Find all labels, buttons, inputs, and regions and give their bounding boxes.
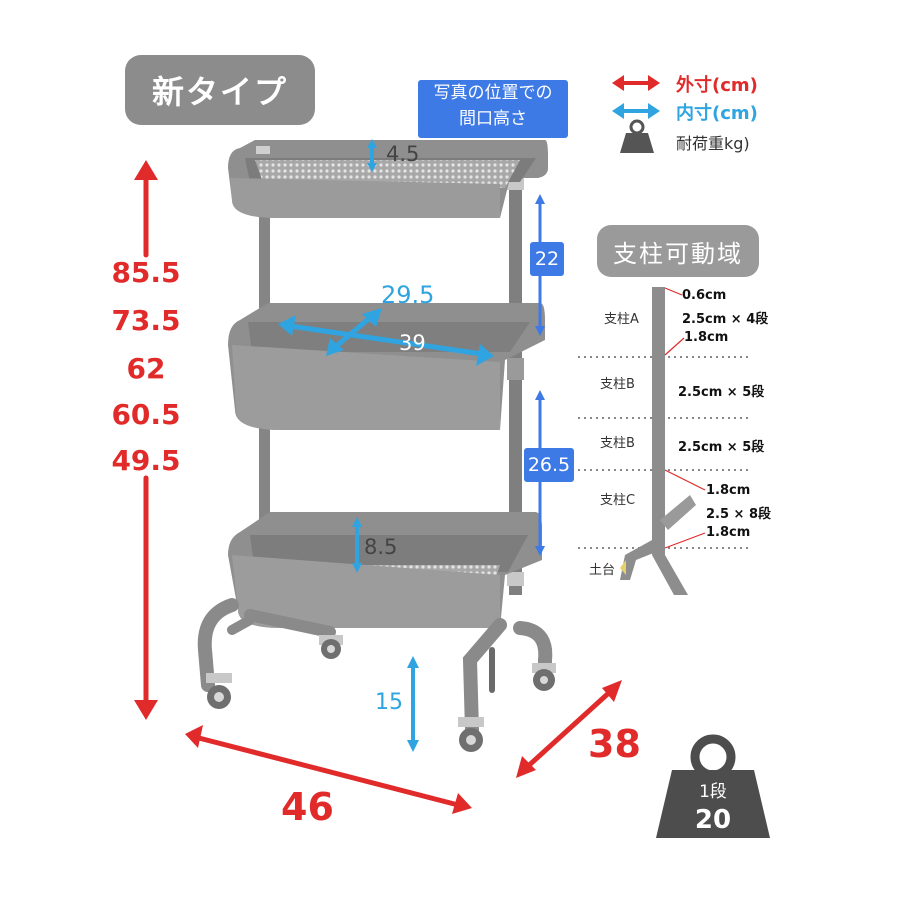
inner-width-label: 39 (399, 331, 426, 355)
height-value: 62 (126, 352, 166, 385)
height-value: 85.5 (111, 256, 181, 289)
height-value: 60.5 (111, 398, 181, 431)
inner-depth-label: 29.5 (381, 281, 435, 309)
outer-dimension-arrows (134, 160, 622, 814)
legend-outer-label: 外寸(cm) (676, 75, 758, 96)
pole-b-label: 支柱B (600, 377, 635, 392)
new-type-badge: 新タイプ (125, 55, 315, 125)
inner-dimension-arrows (278, 139, 494, 752)
pole-value: 1.8cm (706, 525, 751, 540)
legend-inner-label: 内寸(cm) (676, 103, 758, 124)
height-values: 85.5 73.5 62 60.5 49.5 (91, 256, 201, 490)
photo-note-line1: 写真の位置での (433, 83, 553, 103)
lower-gap-label: 26.5 (524, 448, 574, 482)
photo-note-line2: 間口高さ (459, 109, 527, 129)
height-value: 49.5 (111, 444, 181, 477)
pole-a-label: 支柱A (604, 312, 639, 327)
outer-width-label: 46 (281, 785, 334, 829)
pole-value: 1.8cm (684, 330, 729, 345)
casters (206, 635, 556, 752)
upper-gap-label: 22 (530, 242, 564, 276)
legend-arrows (612, 75, 660, 119)
pole-range-badge: 支柱可動域 (597, 225, 759, 277)
pole-value: 2.5cm × 4段 (682, 312, 769, 327)
weight-legend-icon (620, 119, 654, 153)
pole-value: 2.5 × 8段 (706, 507, 772, 522)
pole-value: 1.8cm (706, 483, 751, 498)
legend-load-label: 耐荷重kg) (676, 134, 750, 153)
pole-b-label: 支柱B (600, 436, 635, 451)
outer-depth-label: 38 (588, 722, 641, 766)
pole-range-diagram (578, 287, 752, 595)
bottom-tray (228, 512, 542, 628)
height-value: 73.5 (111, 304, 181, 337)
pole-value: 2.5cm × 5段 (678, 440, 765, 455)
pole-c-label: 支柱C (600, 493, 636, 508)
load-value: 20 (694, 805, 732, 835)
weight-icon-large (656, 734, 770, 838)
top-tray (228, 140, 548, 218)
middle-tray (228, 303, 545, 430)
top-tray-height-label: 4.5 (386, 142, 420, 166)
floor-clearance-label: 15 (375, 690, 403, 715)
pole-value: 2.5cm × 5段 (678, 385, 765, 400)
base-label: 土台 (589, 563, 616, 578)
bottom-tray-height-label: 8.5 (364, 535, 398, 559)
cart-base (197, 598, 553, 737)
load-tier-label: 1段 (699, 782, 727, 802)
pole-value: 0.6cm (682, 288, 727, 303)
photo-position-note: 写真の位置での 間口高さ (418, 80, 568, 138)
